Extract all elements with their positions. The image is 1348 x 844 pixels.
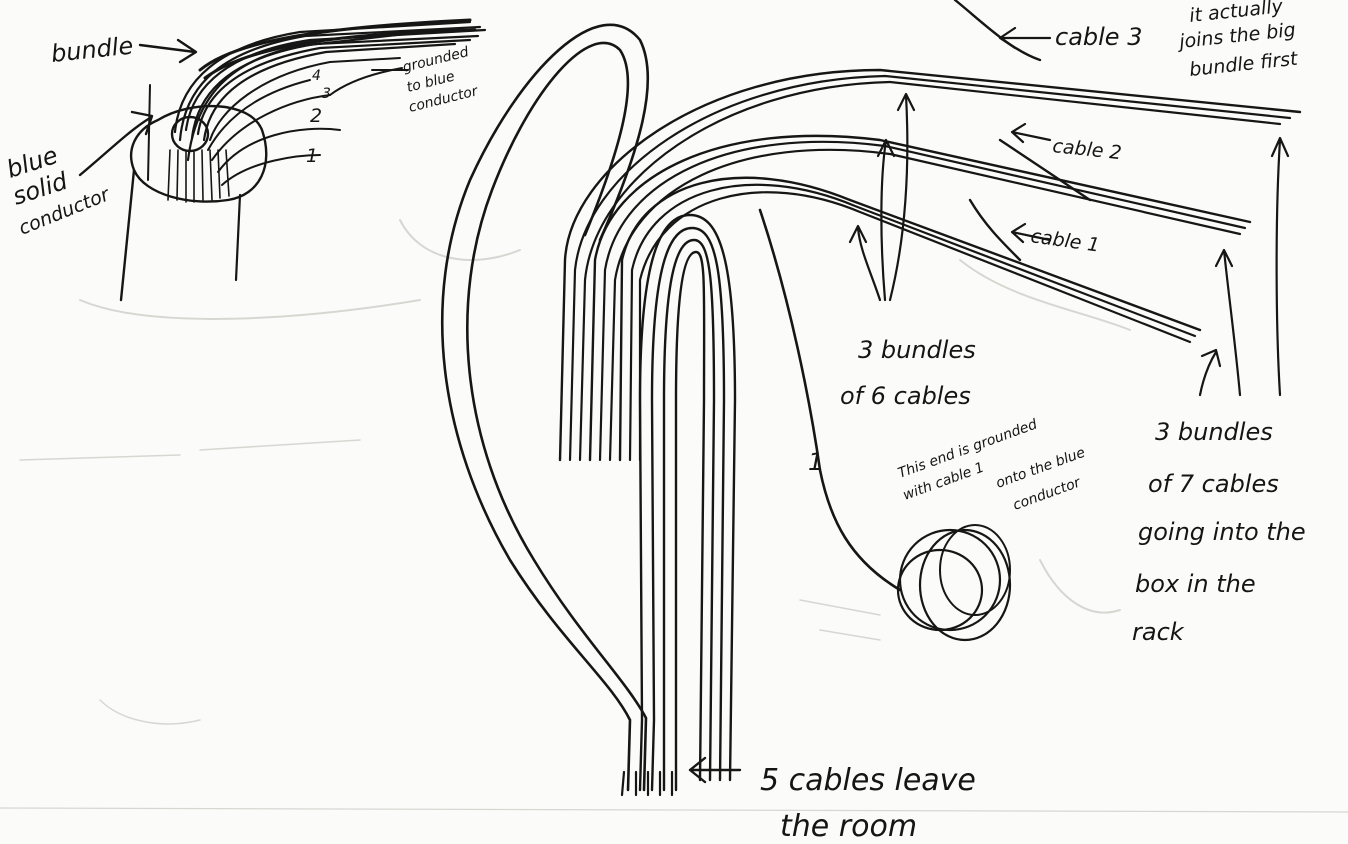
seven-bundle-arrow-a: [1200, 350, 1220, 395]
six-bundle-arrow-a: [850, 226, 880, 300]
bundle-lower-cables: [620, 178, 1200, 460]
six-bundle-label-line-1: 3 bundles: [858, 336, 976, 364]
grounded-label-line-1: grounded: [401, 44, 470, 76]
box-right-edge: [236, 195, 240, 280]
box-left-edge: [121, 170, 134, 300]
grounded-cable-coil: [898, 525, 1010, 640]
cable-1-label: cable 1: [1029, 225, 1101, 256]
seven-bundle-label-line-5: rack: [1132, 618, 1185, 646]
cable-2-arrow: [1012, 124, 1050, 142]
bundle-arrow: [140, 40, 196, 62]
seven-bundle-arrow-c: [1272, 138, 1288, 395]
actually-joins-note-line-3: bundle first: [1188, 48, 1300, 81]
wire-number-1-main: 1: [808, 448, 823, 476]
seven-bundle-label-line-2: of 7 cables: [1148, 470, 1279, 498]
cable-3-label: cable 3: [1055, 23, 1142, 51]
six-bundle-label-line-2: of 6 cables: [840, 382, 971, 410]
six-bundle-arrow-c: [890, 94, 914, 300]
seven-bundle-label-line-3: going into the: [1138, 518, 1306, 546]
bundle-middle-cables: [590, 136, 1250, 460]
bundle-label: bundle: [50, 32, 135, 68]
leave-arrow: [690, 758, 740, 782]
cable-1-short: [970, 200, 1020, 260]
cable-2-label: cable 2: [1051, 135, 1122, 164]
wire-number-2: 2: [310, 105, 322, 127]
cables-leave-label-line-2: the room: [780, 809, 917, 844]
blue-conductor-arrow: [80, 112, 152, 175]
cable-3: [955, 0, 1040, 60]
wire-number-1: 1: [306, 145, 318, 167]
seven-bundle-label-line-1: 3 bundles: [1155, 418, 1273, 446]
wire-number-3: 3: [322, 86, 331, 102]
seven-bundle-label-line-4: box in the: [1135, 570, 1256, 598]
outer-loop-cable-b: [467, 43, 646, 790]
cable-3-arrow: [1000, 28, 1050, 48]
wire-number-4: 4: [312, 68, 321, 84]
seven-bundle-arrow-b: [1216, 250, 1240, 395]
cables-leave-label-line-1: 5 cables leave: [760, 763, 976, 798]
